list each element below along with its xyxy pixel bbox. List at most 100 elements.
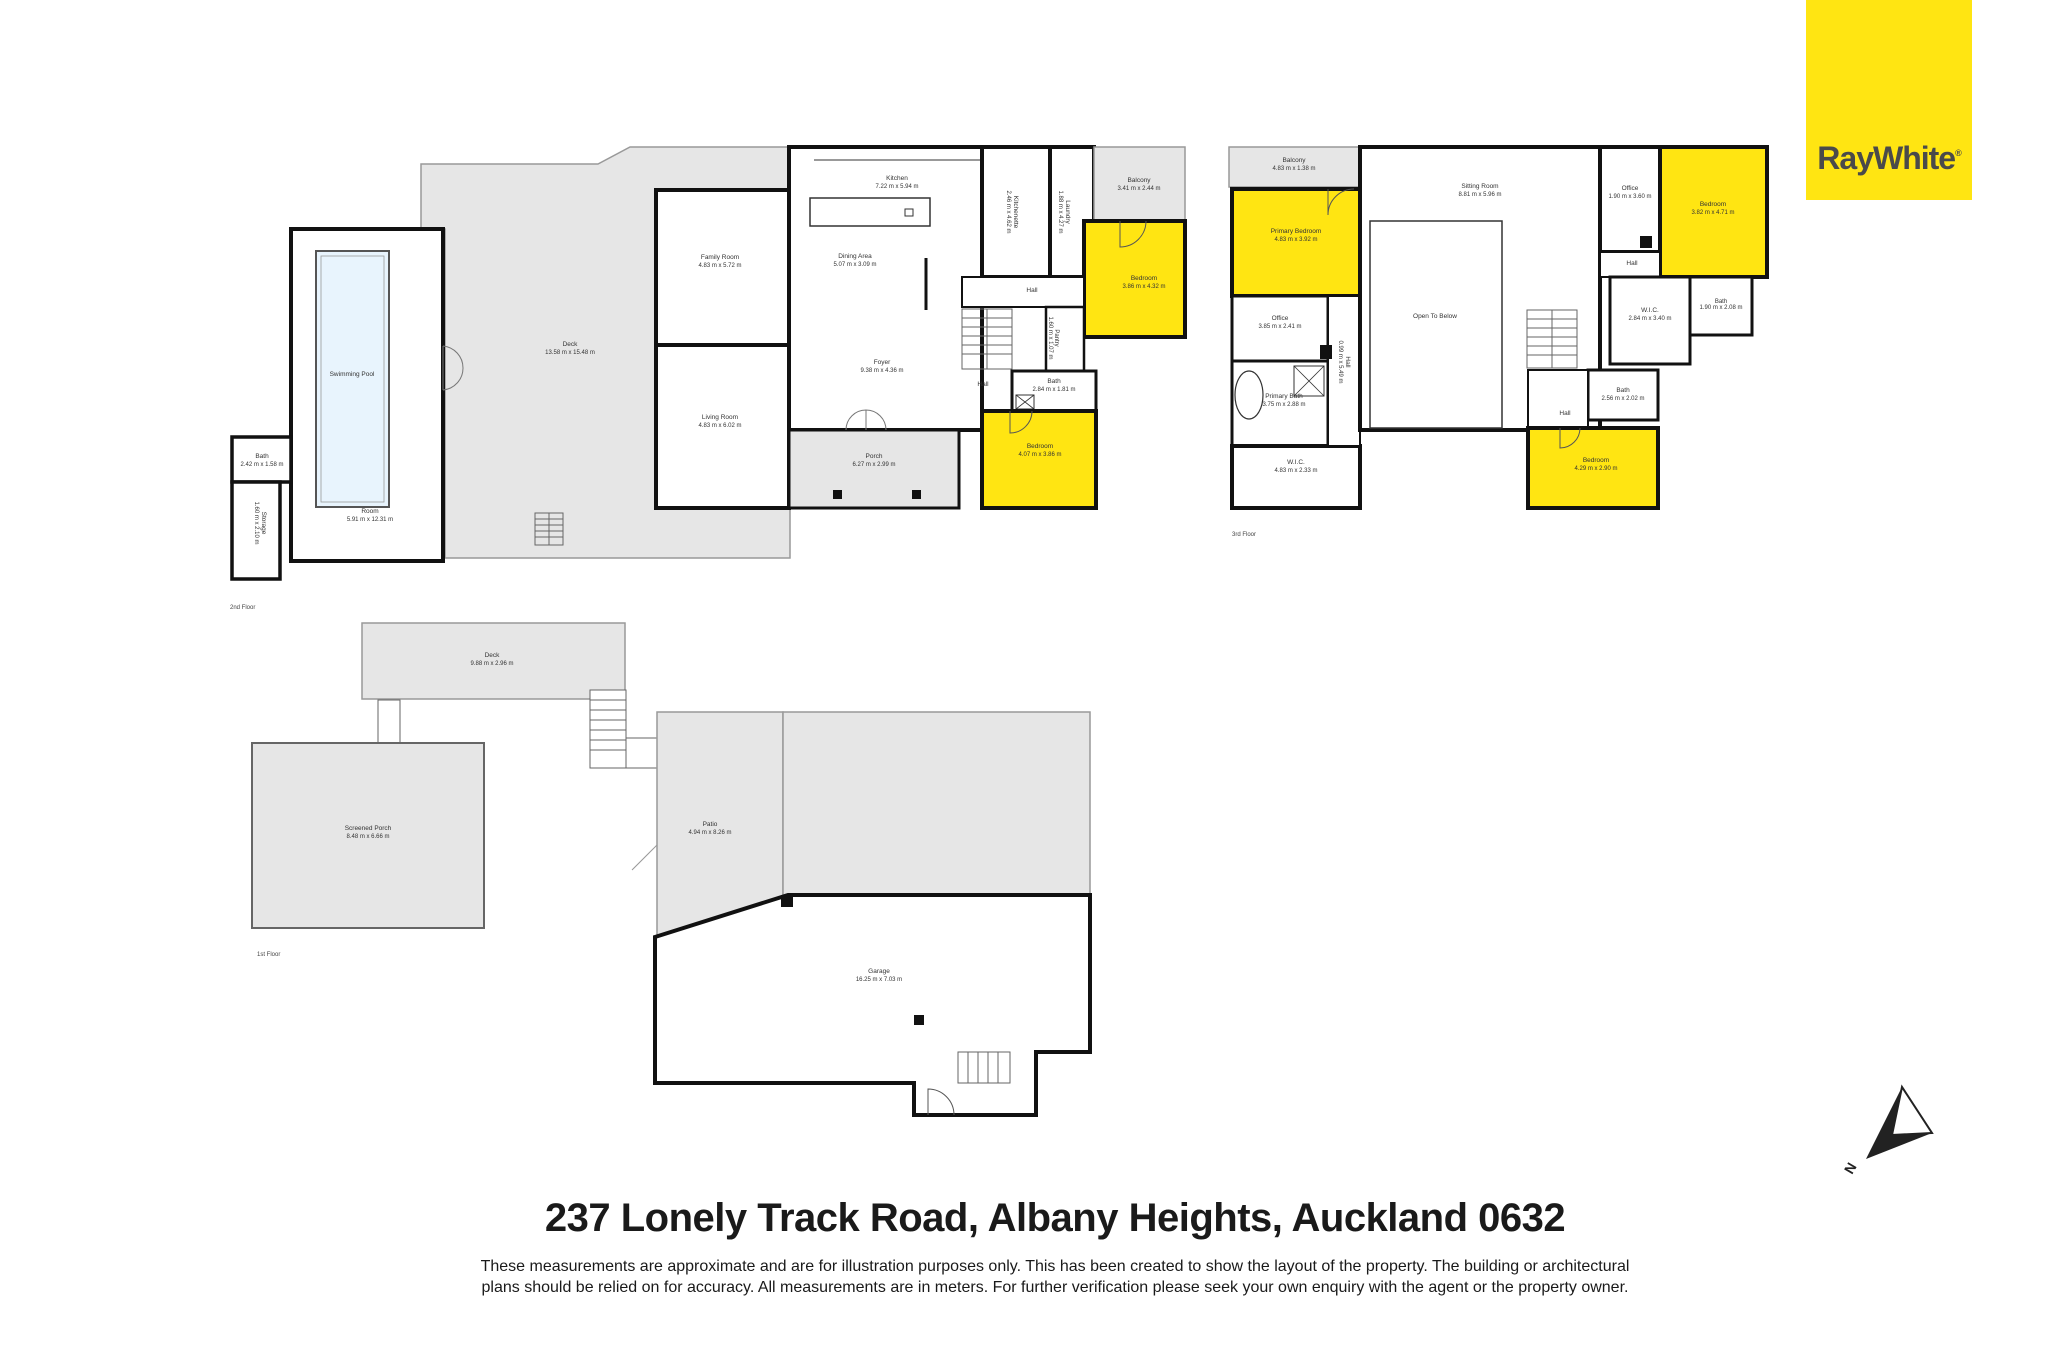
deck-1-dim: 9.88 m x 2.96 m <box>470 661 513 667</box>
svg-text:Hall: Hall <box>1559 410 1571 417</box>
bedroom-2a[interactable] <box>1082 219 1187 339</box>
svg-text:Open To Below: Open To Below <box>1413 313 1457 320</box>
deck-top-name: Deck <box>563 341 579 348</box>
kitchen-island <box>809 197 931 227</box>
bath-3a <box>1688 275 1754 337</box>
sitting-room-name: Sitting Room <box>1461 183 1498 190</box>
bath-3b-dim: 2.56 m x 2.02 m <box>1601 396 1644 402</box>
family-room <box>654 188 791 347</box>
laundry-name: Laundry <box>1064 200 1071 224</box>
screened-porch <box>251 742 485 929</box>
screened-porch-name: Screened Porch <box>345 825 392 832</box>
raywhite-logo: RayWhite® <box>1806 0 1972 200</box>
office-3a-name: Office <box>1272 315 1289 322</box>
patio-east <box>782 711 1091 896</box>
logo-text: RayWhite® <box>1806 140 1972 177</box>
screened-porch-dim: 8.48 m x 6.66 m <box>346 834 389 840</box>
svg-text:W.I.C.2.84 m x 3.40 m: W.I.C. 2.84 m x 3.40 m <box>1628 307 1671 322</box>
patio-dim: 4.94 m x 8.26 m <box>688 830 731 836</box>
bedroom-3a-name: Bedroom <box>1700 201 1726 208</box>
room-labels: Deck 13.58 m x 15.48 m Swimming Pool Bath… <box>240 157 1742 983</box>
floor-label-3rd: 3rd Floor <box>1232 532 1256 538</box>
balcony-2-dim: 3.41 m x 2.44 m <box>1117 186 1160 192</box>
room-dim: 5.91 m x 12.31 m <box>347 517 393 523</box>
bath-left-dim: 2.42 m x 1.58 m <box>240 462 283 468</box>
deck-1-stairs <box>589 689 665 769</box>
family-room-dim: 4.83 m x 5.72 m <box>698 263 741 269</box>
balcony-3-name: Balcony <box>1282 157 1306 164</box>
property-address: 237 Lonely Track Road, Albany Heights, A… <box>544 1196 1566 1240</box>
open-to-below-name: Open To Below <box>1413 313 1457 320</box>
hall-3a-name: Hall <box>1344 356 1351 368</box>
primary-bath-dim: 3.75 m x 2.88 m <box>1262 402 1305 408</box>
compass-label: N <box>1841 1160 1860 1177</box>
svg-text:Hall: Hall <box>1626 260 1638 267</box>
patio-name: Patio <box>703 821 718 828</box>
pantry-name: Pantry <box>1053 329 1059 346</box>
svg-text:Hall: Hall <box>1026 287 1038 294</box>
primary-bath-name: Primary Bath <box>1265 393 1303 400</box>
porch <box>787 428 961 510</box>
porch-name: Porch <box>866 453 883 460</box>
wic-3b-dim: 2.84 m x 3.40 m <box>1628 316 1671 322</box>
svg-text:Hall: Hall <box>977 381 989 388</box>
pantry-dim: 1.60 m x 1.07 m <box>1047 316 1053 359</box>
storage-left-name: Storage <box>260 512 267 535</box>
deck-1 <box>361 622 626 700</box>
deck-top-dim: 13.58 m x 15.48 m <box>545 350 595 356</box>
storage-left <box>230 480 282 581</box>
bath-3b-name: Bath <box>1616 387 1630 394</box>
svg-text:Swimming Pool: Swimming Pool <box>330 371 375 378</box>
swimming-pool <box>315 250 390 508</box>
office-3b-dim: 1.90 m x 3.60 m <box>1608 194 1651 200</box>
bedroom-2b-name: Bedroom <box>1027 443 1053 450</box>
svg-text:Laundry1.88 m x 4.27 m: Laundry1.88 m x 4.27 m <box>1057 190 1071 233</box>
bath-left <box>230 435 293 484</box>
bedroom-2b[interactable] <box>980 409 1098 510</box>
kitchen-foyer <box>787 145 984 432</box>
foyer-dim: 9.38 m x 4.36 m <box>860 368 903 374</box>
hall-2b-name: Hall <box>977 381 989 388</box>
floor-label-1st: 1st Floor <box>257 952 280 958</box>
hall-2a-name: Hall <box>1026 287 1038 294</box>
deck-1-name: Deck <box>485 652 501 659</box>
balcony-3-dim: 4.83 m x 1.38 m <box>1272 166 1315 172</box>
office-3a-dim: 3.85 m x 2.41 m <box>1258 324 1301 330</box>
svg-text:Pantry1.60 m x 1.07 m: Pantry1.60 m x 1.07 m <box>1047 316 1059 359</box>
living-room-dim: 4.83 m x 6.02 m <box>698 423 741 429</box>
kitchen-dim: 7.22 m x 5.94 m <box>875 184 918 190</box>
bath-left-name: Bath <box>255 453 269 460</box>
svg-text:Kitchenette2.46 m x 4.62 m: Kitchenette2.46 m x 4.62 m <box>1005 190 1019 233</box>
hall-3b-name: Hall <box>1626 260 1638 267</box>
registered-icon: ® <box>1955 148 1962 158</box>
bedroom-3a[interactable] <box>1658 145 1769 279</box>
office-3b-name: Office <box>1622 185 1639 192</box>
sitting-room-dim: 8.81 m x 5.96 m <box>1458 192 1501 198</box>
garage-dim: 16.25 m x 7.03 m <box>856 977 902 983</box>
bedroom-3b[interactable] <box>1526 426 1660 510</box>
bedroom-3b-dim: 4.29 m x 2.90 m <box>1574 466 1617 472</box>
wic-3b-name: W.I.C. <box>1641 307 1659 314</box>
bedroom-3b-name: Bedroom <box>1583 457 1609 464</box>
logo-wordmark: RayWhite <box>1817 140 1956 176</box>
svg-text:Hall0.99 m x 5.49 m: Hall0.99 m x 5.49 m <box>1337 340 1351 383</box>
